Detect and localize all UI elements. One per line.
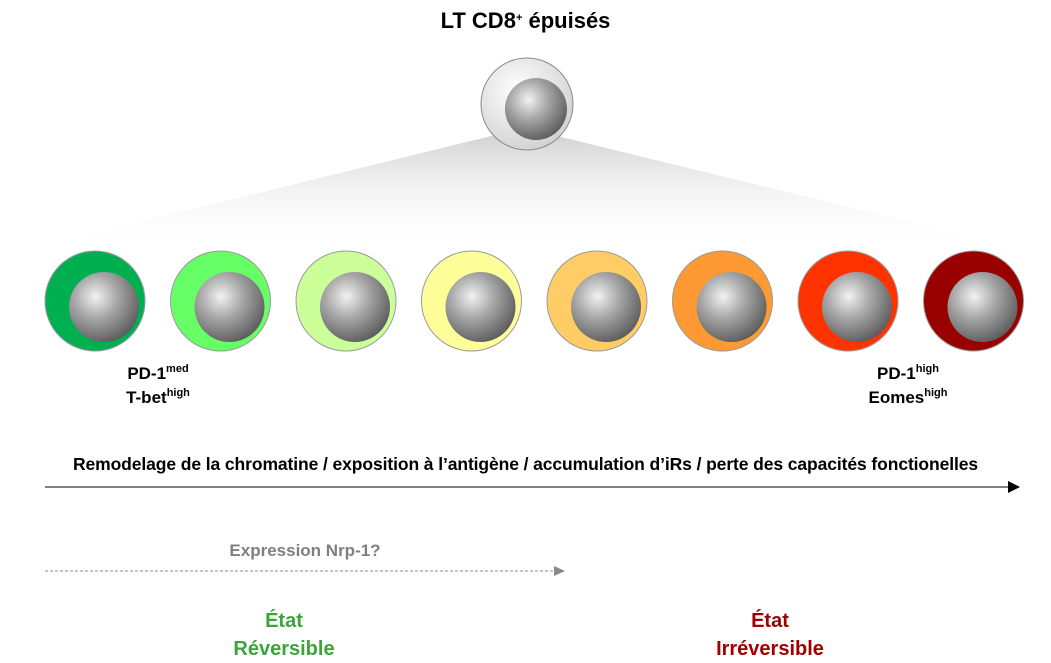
nucleus bbox=[696, 272, 767, 342]
nucleus bbox=[194, 272, 265, 342]
nucleus bbox=[822, 272, 892, 342]
marker-pd1-med: PD-1med bbox=[127, 363, 189, 384]
nucleus bbox=[571, 272, 641, 342]
exhausted-t-cell bbox=[480, 57, 574, 151]
cell-stage-6 bbox=[672, 250, 773, 352]
irreversible-state-label: État Irréversible bbox=[716, 610, 824, 660]
cell-row bbox=[44, 250, 1024, 352]
nucleus bbox=[320, 272, 390, 342]
differentiation-fan bbox=[18, 128, 1033, 252]
cell-stage-3 bbox=[295, 250, 397, 352]
nrp1-arrow bbox=[45, 566, 565, 576]
nucleus bbox=[947, 272, 1018, 342]
nucleus bbox=[69, 272, 139, 342]
late-markers: PD-1high Eomeshigh bbox=[838, 362, 978, 410]
process-arrow bbox=[45, 481, 1020, 493]
marker-eomes-high: Eomeshigh bbox=[868, 387, 948, 408]
nucleus bbox=[445, 272, 516, 342]
cell-stage-2 bbox=[170, 250, 271, 352]
nucleus bbox=[505, 78, 567, 140]
process-label: Remodelage de la chromatine / exposition… bbox=[72, 454, 979, 474]
cell-stage-1 bbox=[44, 250, 146, 352]
cell-stage-5 bbox=[546, 250, 648, 352]
cell-stage-7 bbox=[797, 250, 899, 352]
marker-tbet-high: T-bethigh bbox=[126, 387, 190, 408]
marker-pd1-high: PD-1high bbox=[877, 363, 939, 384]
reversible-state-label: État Réversible bbox=[233, 610, 335, 660]
diagram-title: LT CD8+ épuisés bbox=[440, 8, 611, 33]
cell-stage-4 bbox=[421, 250, 522, 352]
early-markers: PD-1med T-bethigh bbox=[88, 362, 228, 410]
nrp1-label: Expression Nrp-1? bbox=[229, 541, 381, 560]
cell-stage-8 bbox=[923, 250, 1024, 352]
